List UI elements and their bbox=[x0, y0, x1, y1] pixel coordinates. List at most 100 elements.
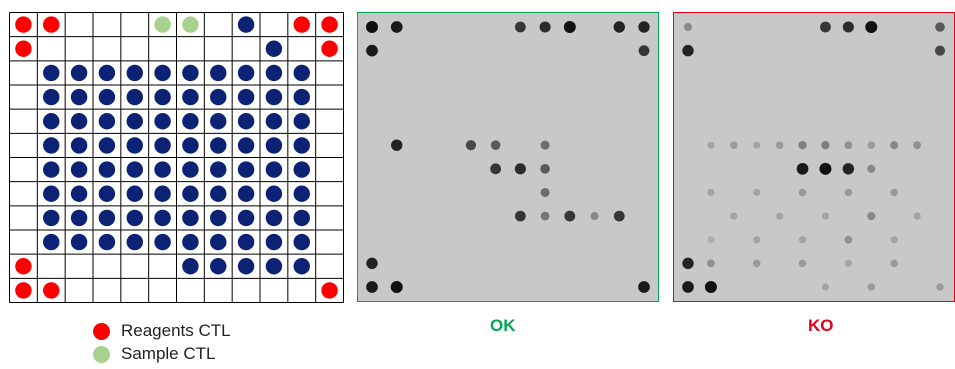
membrane-signal-dot bbox=[799, 189, 807, 197]
antibody-spot bbox=[266, 234, 282, 250]
reagent-control-spot bbox=[321, 282, 337, 298]
antibody-spot bbox=[99, 137, 115, 153]
membrane-signal-dot bbox=[843, 163, 854, 174]
reagent-control-spot bbox=[43, 16, 59, 32]
membrane-signal-dot bbox=[682, 45, 693, 56]
antibody-spot bbox=[294, 161, 310, 177]
antibody-spot bbox=[266, 161, 282, 177]
antibody-spot bbox=[127, 234, 143, 250]
array-layout-grid-svg bbox=[9, 12, 344, 303]
legend-item-sample: Sample CTL bbox=[93, 342, 215, 366]
antibody-spot bbox=[71, 210, 87, 226]
antibody-spot bbox=[182, 210, 198, 226]
antibody-spot bbox=[238, 16, 254, 32]
antibody-spot bbox=[127, 161, 143, 177]
membrane-signal-dot bbox=[819, 163, 831, 175]
membrane-signal-dot bbox=[466, 140, 476, 150]
membrane-signal-dot bbox=[391, 139, 402, 150]
antibody-spot bbox=[210, 65, 226, 81]
antibody-spot bbox=[182, 161, 198, 177]
antibody-spot bbox=[71, 161, 87, 177]
membrane-signal-dot bbox=[890, 189, 898, 197]
ok-membrane-image bbox=[358, 13, 659, 302]
membrane-signal-dot bbox=[822, 283, 829, 290]
membrane-background bbox=[358, 13, 658, 301]
antibody-spot bbox=[127, 65, 143, 81]
membrane-signal-dot bbox=[730, 212, 737, 219]
antibody-spot bbox=[99, 186, 115, 202]
antibody-spot bbox=[154, 210, 170, 226]
antibody-spot bbox=[154, 137, 170, 153]
membrane-signal-dot bbox=[843, 21, 854, 32]
membrane-signal-dot bbox=[707, 236, 714, 243]
sample-control-spot bbox=[182, 16, 198, 32]
antibody-spot bbox=[99, 161, 115, 177]
antibody-spot bbox=[154, 113, 170, 129]
antibody-spot bbox=[266, 41, 282, 57]
membrane-signal-dot bbox=[891, 236, 898, 243]
reagent-control-spot bbox=[43, 282, 59, 298]
membrane-signal-dot bbox=[366, 45, 378, 57]
membrane-signal-dot bbox=[845, 189, 853, 197]
antibody-spot bbox=[127, 210, 143, 226]
antibody-spot bbox=[266, 89, 282, 105]
antibody-spot bbox=[266, 137, 282, 153]
antibody-spot bbox=[127, 89, 143, 105]
sample-control-dot-icon bbox=[93, 346, 110, 363]
legend-label-reagents: Reagents CTL bbox=[121, 321, 231, 341]
antibody-spot bbox=[238, 234, 254, 250]
membrane-signal-dot bbox=[391, 281, 403, 293]
antibody-spot bbox=[210, 137, 226, 153]
sample-control-spot bbox=[154, 16, 170, 32]
membrane-signal-dot bbox=[366, 281, 378, 293]
membrane-signal-dot bbox=[865, 21, 877, 33]
antibody-spot bbox=[210, 89, 226, 105]
ko-caption: KO bbox=[808, 316, 834, 336]
antibody-spot bbox=[238, 65, 254, 81]
membrane-signal-dot bbox=[797, 163, 809, 175]
antibody-spot bbox=[294, 186, 310, 202]
antibody-spot bbox=[99, 234, 115, 250]
membrane-signal-dot bbox=[590, 212, 598, 220]
antibody-spot bbox=[182, 137, 198, 153]
membrane-signal-dot bbox=[540, 164, 550, 174]
antibody-spot bbox=[210, 186, 226, 202]
antibody-spot bbox=[154, 234, 170, 250]
antibody-spot bbox=[266, 258, 282, 274]
reagent-control-spot bbox=[294, 16, 310, 32]
antibody-spot bbox=[154, 186, 170, 202]
reagent-control-spot bbox=[15, 41, 31, 57]
antibody-spot bbox=[43, 137, 59, 153]
membrane-signal-dot bbox=[799, 260, 807, 268]
antibody-spot bbox=[294, 89, 310, 105]
antibody-spot bbox=[154, 89, 170, 105]
membrane-signal-dot bbox=[564, 21, 576, 33]
membrane-signal-dot bbox=[913, 141, 921, 149]
reagent-control-spot bbox=[321, 16, 337, 32]
antibody-spot bbox=[127, 137, 143, 153]
antibody-spot bbox=[266, 186, 282, 202]
membrane-signal-dot bbox=[753, 236, 760, 243]
membrane-signal-dot bbox=[799, 236, 806, 243]
antibody-spot bbox=[238, 89, 254, 105]
antibody-spot bbox=[294, 258, 310, 274]
membrane-signal-dot bbox=[776, 141, 784, 149]
antibody-spot bbox=[99, 113, 115, 129]
antibody-spot bbox=[71, 89, 87, 105]
membrane-signal-dot bbox=[707, 189, 714, 196]
membrane-signal-dot bbox=[707, 259, 715, 267]
antibody-spot bbox=[182, 89, 198, 105]
membrane-signal-dot bbox=[868, 283, 876, 291]
antibody-spot bbox=[294, 137, 310, 153]
membrane-signal-dot bbox=[515, 211, 526, 222]
antibody-spot bbox=[266, 65, 282, 81]
array-layout-grid bbox=[9, 12, 344, 308]
antibody-spot bbox=[99, 210, 115, 226]
antibody-spot bbox=[210, 258, 226, 274]
reagent-control-spot bbox=[15, 258, 31, 274]
legend-item-reagents: Reagents CTL bbox=[93, 319, 231, 343]
antibody-spot bbox=[43, 113, 59, 129]
antibody-spot bbox=[154, 65, 170, 81]
antibody-spot bbox=[182, 186, 198, 202]
membrane-signal-dot bbox=[614, 21, 625, 32]
